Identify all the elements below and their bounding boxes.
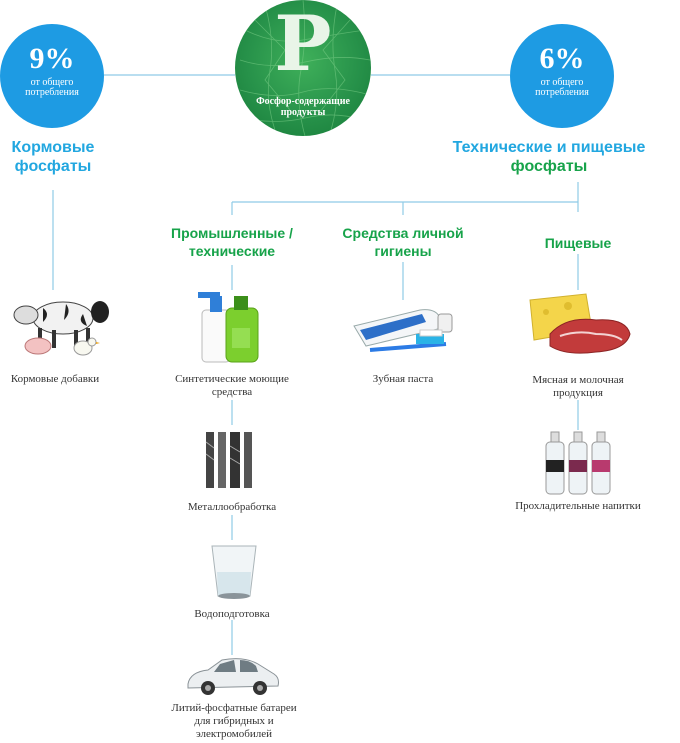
detergent-bottles-icon <box>198 292 259 363</box>
feed-phosphates-title: Кормовые фосфаты <box>0 138 106 176</box>
phosphorus-circle: P Фосфор-содержащие продукты <box>235 0 371 136</box>
feed-phosphates-label: Кормовые фосфаты <box>11 139 95 175</box>
livestock-icon <box>13 301 109 356</box>
toothpaste-icon <box>353 309 453 352</box>
feed-additives-label: Кормовые добавки <box>10 373 100 385</box>
electric-car-icon <box>187 658 279 695</box>
meat-dairy-label: Мясная и молочная продукция <box>532 374 624 399</box>
tech-food-label-part1: Технические и пищевые <box>452 139 646 156</box>
water-treatment-label: Водоподготовка <box>194 608 270 620</box>
leaf-texture-icon <box>239 0 371 136</box>
tech-food-share-sub: от общего потребления <box>535 77 589 98</box>
hygiene-title: Средства личной гигиены <box>342 225 464 259</box>
feed-share-percent: 9% <box>29 42 75 75</box>
industrial-title: Промышленные / технические <box>171 225 293 259</box>
water-glass-icon <box>211 545 257 599</box>
feed-share-sub: от общего потребления <box>25 77 79 98</box>
tech-food-phosphates-title: Технические и пищевые фосфаты <box>430 138 668 176</box>
phosphorus-caption: Фосфор-содержащие продукты <box>256 96 350 118</box>
toothpaste-label: Зубная паста <box>372 373 434 385</box>
feed-share-circle: 9% от общего потребления <box>0 24 104 128</box>
batteries-label: Литий-фосфатные батареи для гибридных и … <box>171 702 297 740</box>
tech-food-share-circle: 6% от общего потребления <box>510 24 614 128</box>
food-title: Пищевые <box>544 235 612 251</box>
soft-drinks-label: Прохладительные напитки <box>515 500 641 512</box>
drink-bottles-icon <box>545 431 611 495</box>
phosphorus-letter: P <box>274 0 332 88</box>
tech-food-share-percent: 6% <box>539 42 585 75</box>
detergents-label: Синтетические моющие средства <box>175 373 289 398</box>
drill-bits-icon <box>205 432 252 488</box>
tech-food-label-part2: фосфаты <box>510 158 588 175</box>
metalworking-label: Металлообработка <box>187 501 277 513</box>
meat-cheese-icon <box>529 293 631 354</box>
